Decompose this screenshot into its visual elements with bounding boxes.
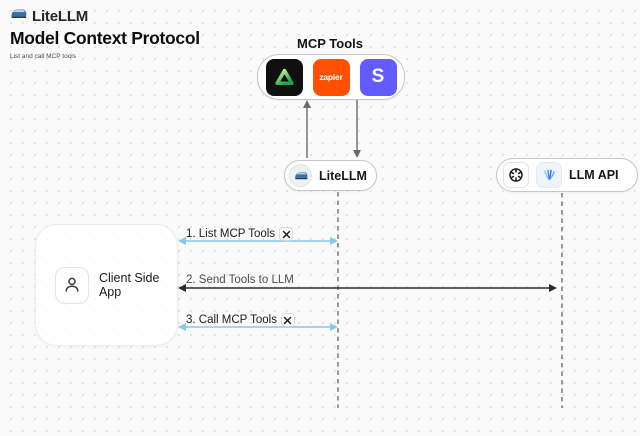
message-2-label: 2. Send Tools to LLM [186,274,294,286]
stripe-icon: S [359,58,397,96]
llm-api-label: LLM API [569,168,619,182]
page-title: Model Context Protocol [10,28,200,48]
tools-icon [280,313,295,327]
litellm-node-label: LiteLLM [319,168,367,183]
page-subtitle: List and call MCP tools [10,53,76,60]
brand-name: LiteLLM [32,7,89,25]
person-icon [55,266,89,304]
client-side-app-node: Client Side App [35,224,178,346]
message-2: 2. Send Tools to LLM [186,274,294,286]
stripe-letter: S [371,66,385,87]
llm-provider-icon [536,162,562,188]
litellm-node: LiteLLM [284,160,377,191]
zapier-wordmark: zapier [319,72,343,82]
tools-icon [279,227,294,241]
mcp-tools-node: zapier S [257,54,405,100]
litellm-logo-icon [289,164,312,187]
message-1-label: 1. List MCP Tools [186,228,276,240]
llm-api-node: LLM API [496,158,638,192]
arrow-mcp-to-litellm [353,100,361,158]
green-triangle-tool-icon [265,58,303,96]
openai-icon [503,162,529,188]
arrow-litellm-to-mcp [303,100,311,158]
litellm-train-icon [10,7,27,25]
client-side-app-label: Client Side App [98,271,160,299]
message-1: 1. List MCP Tools [186,227,294,241]
message-3: 3. Call MCP Tools [186,313,295,327]
mcp-tools-label: MCP Tools [297,36,363,51]
message-3-label: 3. Call MCP Tools [186,314,277,326]
brand: LiteLLM [10,7,88,25]
zapier-icon: zapier [312,58,350,96]
